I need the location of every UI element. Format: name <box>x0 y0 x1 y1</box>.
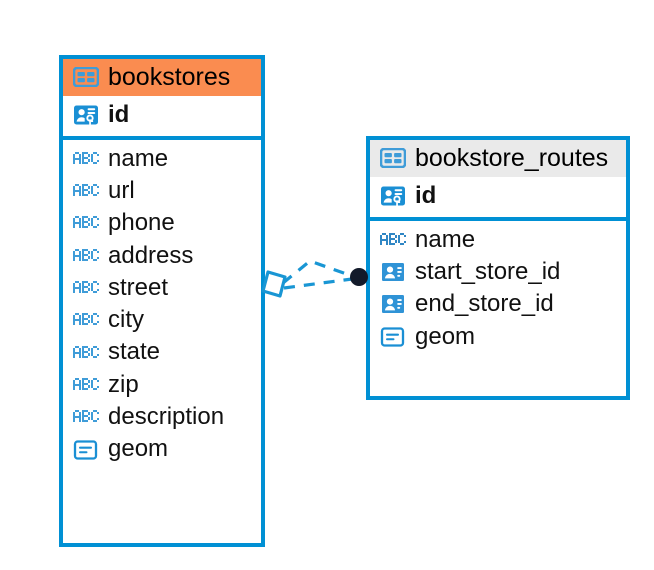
field-row-primary-key[interactable]: id <box>370 177 626 216</box>
abc-text-icon <box>73 178 99 204</box>
field-label: phone <box>108 209 175 237</box>
abc-text-icon <box>380 227 406 253</box>
entity-table-bookstore-routes[interactable]: bookstore_routes id <box>366 136 630 400</box>
abc-text-icon <box>73 210 99 236</box>
relationship-line-lower <box>283 277 353 290</box>
primary-key-icon <box>73 102 99 128</box>
field-row-geom[interactable]: geom <box>370 321 626 353</box>
foreign-key-icon <box>380 291 406 317</box>
abc-text-icon <box>73 307 99 333</box>
relationship-source-marker-open-diamond <box>261 270 287 298</box>
field-row-city[interactable]: city <box>63 304 261 336</box>
field-label: url <box>108 176 135 204</box>
primary-key-separator <box>370 216 626 221</box>
entity-table-bookstores[interactable]: bookstores id <box>59 55 265 547</box>
field-row-primary-key[interactable]: id <box>63 96 261 135</box>
entity-name-label: bookstores <box>108 63 231 91</box>
field-label: city <box>108 306 144 334</box>
field-row-name[interactable]: name <box>63 143 261 175</box>
field-label: id <box>108 101 130 129</box>
relationship-line-upper <box>281 259 353 285</box>
primary-key-separator <box>63 135 261 140</box>
abc-text-icon <box>73 372 99 398</box>
entity-name-label: bookstore_routes <box>415 144 609 172</box>
field-row-description[interactable]: description <box>63 401 261 433</box>
field-row-start-store-id[interactable]: start_store_id <box>370 256 626 288</box>
field-row-address[interactable]: address <box>63 240 261 272</box>
field-label: description <box>108 403 225 431</box>
field-row-street[interactable]: street <box>63 272 261 304</box>
field-label: start_store_id <box>415 257 561 285</box>
field-row-phone[interactable]: phone <box>63 207 261 239</box>
field-label: zip <box>108 370 139 398</box>
field-label: name <box>415 225 476 253</box>
field-row-name[interactable]: name <box>370 224 626 256</box>
abc-text-icon <box>73 146 99 172</box>
field-row-geom[interactable]: geom <box>63 433 261 465</box>
field-label: end_store_id <box>415 290 554 318</box>
abc-text-icon <box>73 243 99 269</box>
field-row-url[interactable]: url <box>63 175 261 207</box>
field-label: id <box>415 182 437 210</box>
field-label: geom <box>108 435 169 463</box>
field-label: name <box>108 144 169 172</box>
field-row-zip[interactable]: zip <box>63 369 261 401</box>
primary-key-icon <box>380 183 406 209</box>
abc-text-icon <box>73 340 99 366</box>
abc-text-icon <box>73 275 99 301</box>
field-row-end-store-id[interactable]: end_store_id <box>370 288 626 320</box>
field-label: state <box>108 338 161 366</box>
table-icon <box>73 64 99 90</box>
abc-text-icon <box>73 404 99 430</box>
geometry-icon <box>73 437 99 463</box>
geometry-icon <box>380 324 406 350</box>
field-list-bookstore-routes: name start_store_id <box>370 221 626 358</box>
table-icon <box>380 145 406 171</box>
foreign-key-icon <box>380 259 406 285</box>
field-label: geom <box>415 322 476 350</box>
field-row-state[interactable]: state <box>63 336 261 368</box>
field-label: address <box>108 241 194 269</box>
field-list-bookstores: name <box>63 140 261 471</box>
entity-header-bookstore-routes[interactable]: bookstore_routes <box>370 140 626 178</box>
field-label: street <box>108 273 169 301</box>
entity-header-bookstores[interactable]: bookstores <box>63 59 261 97</box>
